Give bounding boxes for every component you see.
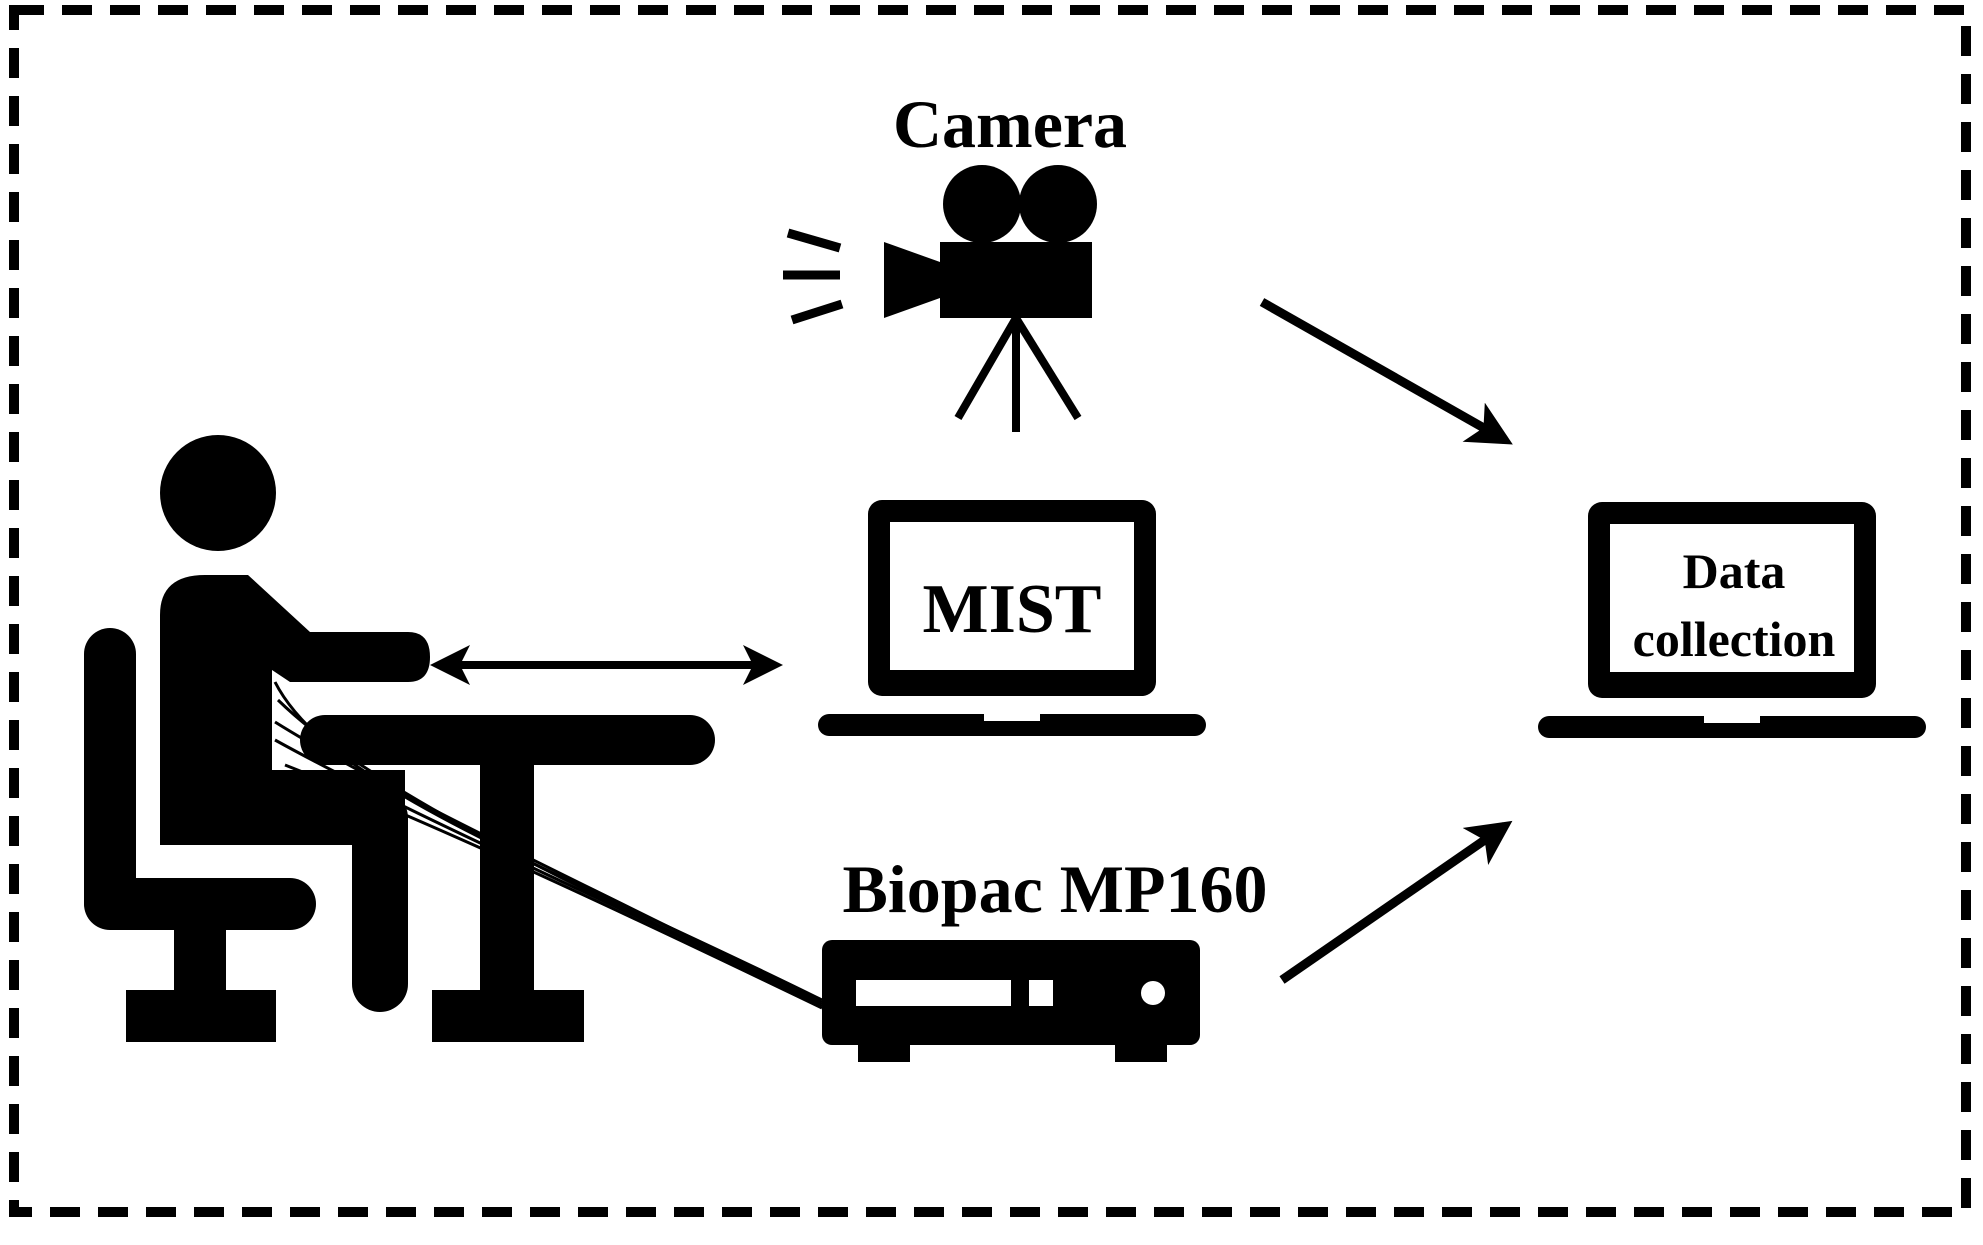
biopac-to-data-arrow	[1279, 820, 1513, 984]
laptop-icon	[818, 500, 1206, 736]
data-collection-label-line1: Data	[1683, 543, 1786, 599]
camera-to-data-arrow	[1259, 298, 1513, 445]
camera-label: Camera	[893, 86, 1127, 162]
data-acquisition-unit-icon	[822, 940, 1200, 1062]
person-at-desk-icon	[84, 435, 715, 1042]
video-camera-icon	[783, 165, 1097, 432]
biopac-label: Biopac MP160	[843, 851, 1268, 927]
mist-label: MIST	[923, 571, 1102, 648]
sensor-cables	[273, 681, 823, 1010]
laptop-icon	[1538, 502, 1926, 738]
dashed-frame	[9, 5, 1971, 1217]
data-collection-label-line2: collection	[1633, 611, 1836, 667]
